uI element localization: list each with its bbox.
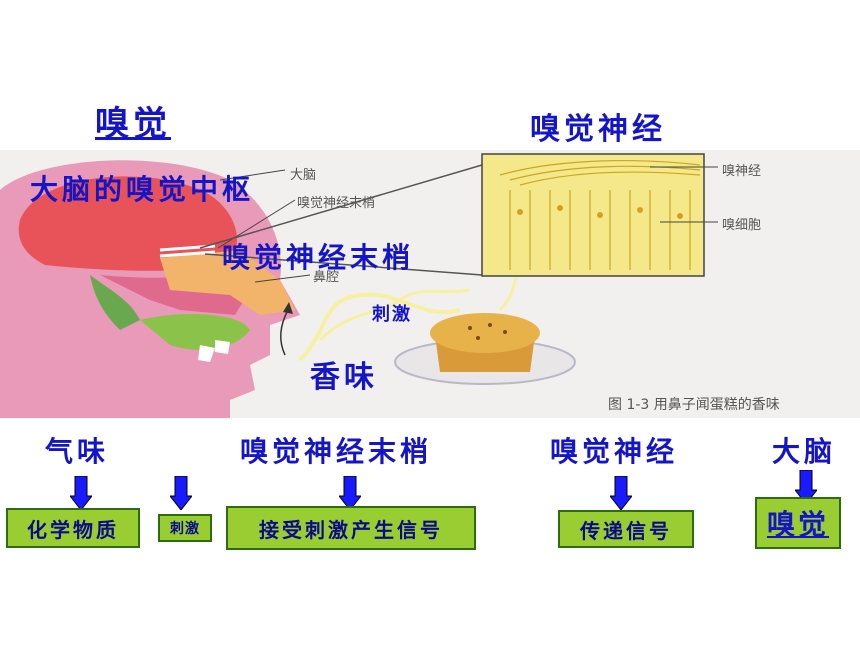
- flow-header-brain: 大脑: [772, 435, 837, 468]
- head-section-illustration: [0, 153, 718, 418]
- flow-header-odor: 气味: [45, 435, 110, 468]
- down-arrow-icon: [170, 476, 192, 510]
- label-olfactory-nerve: 嗅神经: [722, 164, 762, 179]
- box-chemical: 化学物质: [6, 508, 140, 548]
- title-olfaction: 嗅觉: [95, 104, 171, 144]
- box-stimulus: 刺激: [158, 514, 212, 542]
- label-nasal-cavity: 鼻腔: [313, 270, 340, 285]
- flow-header-olfactory-nerve: 嗅觉神经: [550, 435, 679, 468]
- textbook-figure: 大脑 嗅觉神经末梢 鼻腔 嗅神经 嗅细胞 图 1-3 用鼻子闻蛋糕的香味: [0, 150, 860, 418]
- down-arrow-icon: [610, 476, 632, 510]
- down-arrow-icon: [70, 476, 92, 510]
- nasal-cavity: [160, 250, 295, 315]
- label-nerve-endings: 嗅觉神经末梢: [297, 196, 376, 211]
- inset-olfactory-epithelium: [481, 153, 705, 277]
- box-transmit-signal: 传递信号: [558, 510, 694, 548]
- label-olfactory-cell: 嗅细胞: [722, 218, 762, 233]
- label-brain: 大脑: [290, 168, 317, 183]
- overlay-stimulus: 刺激: [372, 304, 412, 325]
- figure-caption: 图 1-3 用鼻子闻蛋糕的香味: [608, 397, 780, 413]
- title-olfactory-nerve: 嗅觉神经: [530, 112, 666, 147]
- down-arrow-icon: [339, 476, 361, 510]
- overlay-smell: 香味: [310, 360, 378, 395]
- overlay-brain-center: 大脑的嗅觉中枢: [30, 173, 255, 206]
- box-receive-signal: 接受刺激产生信号: [226, 506, 476, 550]
- flow-header-nerve-endings: 嗅觉神经末梢: [240, 435, 433, 468]
- overlay-nerve-endings: 嗅觉神经末梢: [222, 241, 415, 274]
- box-olfaction: 嗅觉: [755, 497, 841, 549]
